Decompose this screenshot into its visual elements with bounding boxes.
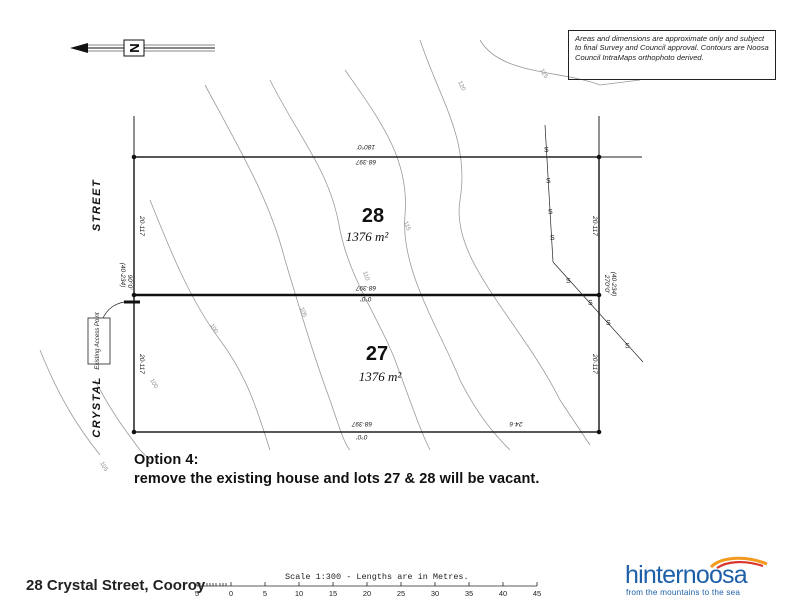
scale-tick-label: 40 (499, 589, 507, 598)
disclaimer-text: Areas and dimensions are approximate onl… (575, 34, 769, 62)
sewer-mark: S (548, 209, 553, 216)
contour-line (419, 39, 591, 446)
contour-label: 120 (456, 80, 466, 92)
contour-line (204, 84, 351, 451)
bottom-bearing: 0°0' (356, 433, 368, 441)
sewer-mark: S (546, 178, 551, 185)
left-top-length: 20·117 (138, 215, 145, 236)
sewer-mark: S (566, 278, 571, 285)
north-arrow: N (70, 39, 215, 57)
sewer-mark: S (625, 343, 630, 350)
frontage-right-length: (40·234) (610, 272, 617, 297)
scale-tick-label: 30 (431, 589, 439, 598)
street-word-crystal: CRYSTAL (91, 376, 103, 437)
north-arrow-head (70, 43, 88, 53)
sewer-mark: S (606, 320, 611, 327)
hinternoosa-logo: hinternoosa from the mountains to the se… (625, 555, 775, 597)
scale-ticks: 5 0 5 10 15 20 25 30 35 40 45 (195, 589, 541, 598)
scale-tick-label: 20 (363, 589, 371, 598)
contour-line (94, 379, 151, 461)
frontage-left-bearing: 90°0' (126, 275, 134, 290)
option-description: remove the existing house and lots 27 & … (134, 471, 540, 487)
option-note: Option 4: remove the existing house and … (134, 452, 539, 487)
access-point-text: Existing Access Point (95, 312, 101, 369)
scale-tick-label: 35 (465, 589, 473, 598)
contour-line (344, 69, 511, 451)
sewer-marks: S S S S S S S S (544, 147, 630, 350)
logo-noosa: noosa (682, 561, 748, 589)
disclaimer-box: Areas and dimensions are approximate onl… (568, 30, 776, 80)
contour-label: 115 (402, 221, 411, 233)
scale-tick-label: 45 (533, 589, 541, 598)
sewer-line (544, 124, 644, 363)
lot-boundaries (131, 154, 602, 435)
contour-line (269, 79, 431, 451)
scale-tick-label: 10 (295, 589, 303, 598)
sewer-mark: S (550, 235, 555, 242)
logo-hinter: hinter (625, 561, 684, 589)
logo-tagline: from the mountains to the sea (626, 588, 741, 597)
logo-wordmark: hinternoosa (625, 561, 748, 589)
middle-length: 68·397 (356, 284, 377, 291)
access-point-leader (102, 301, 125, 319)
dimension-labels: 180°0' 68·397 68·397 0°0' 68·397 0°0' 24… (119, 143, 617, 441)
access-point-label: Existing Access Point (87, 312, 111, 370)
bottom-length: 68·397 (352, 420, 373, 427)
contour-line (479, 39, 641, 86)
top-length: 68·397 (356, 158, 377, 165)
option-title: Option 4: (134, 452, 199, 468)
scale-tick-label: 5 (195, 589, 199, 598)
lot-28-area: 1376 m² (346, 229, 390, 244)
scale-bar (196, 582, 538, 587)
contour-label: 105 (98, 461, 109, 473)
lot-27-area: 1376 m² (359, 369, 403, 384)
top-bearing: 180°0' (356, 143, 375, 151)
sewer-mark: S (588, 300, 593, 307)
scale-tick-label: 15 (329, 589, 337, 598)
north-label: N (127, 43, 142, 52)
contour-label: 125 (538, 68, 549, 80)
scale-tick-label: 25 (397, 589, 405, 598)
lot-28-number: 28 (362, 205, 384, 227)
contour-label: 105 (298, 307, 307, 319)
contour-lines (39, 39, 641, 461)
contour-label: 100 (148, 378, 159, 390)
left-bottom-length: 20·117 (138, 353, 145, 374)
contour-label: 110 (361, 271, 370, 283)
sewer-offset: 24·6 (509, 420, 523, 427)
contour-line (149, 199, 271, 451)
property-address: 28 Crystal Street, Cooroy (26, 577, 206, 594)
contour-label: 100 (208, 323, 219, 335)
lot-labels: 28 1376 m² 27 1376 m² (346, 205, 403, 384)
middle-bearing: 0°0' (360, 295, 372, 303)
scale-tick-label: 5 (263, 589, 267, 598)
right-top-length: 20·117 (591, 215, 598, 236)
frontage-right-bearing: 270°0' (603, 274, 611, 294)
street-name: STREET CRYSTAL (91, 179, 103, 438)
contour-labels: 125 120 115 110 105 100 100 105 (98, 68, 549, 473)
right-bottom-length: 20·117 (591, 353, 598, 374)
lot-27-number: 27 (366, 343, 388, 365)
sewer-mark: S (544, 147, 549, 154)
contour-line (39, 349, 101, 456)
frontage-left-length: (40·234) (119, 263, 126, 288)
street-word-street: STREET (91, 179, 103, 231)
scale-tick-label: 0 (229, 589, 233, 598)
logo-arc-icon (709, 556, 768, 569)
scale-caption: Scale 1:300 - Lengths are in Metres. (285, 572, 469, 582)
svg-text:Existing Access Point: Existing Access Point (95, 312, 101, 369)
